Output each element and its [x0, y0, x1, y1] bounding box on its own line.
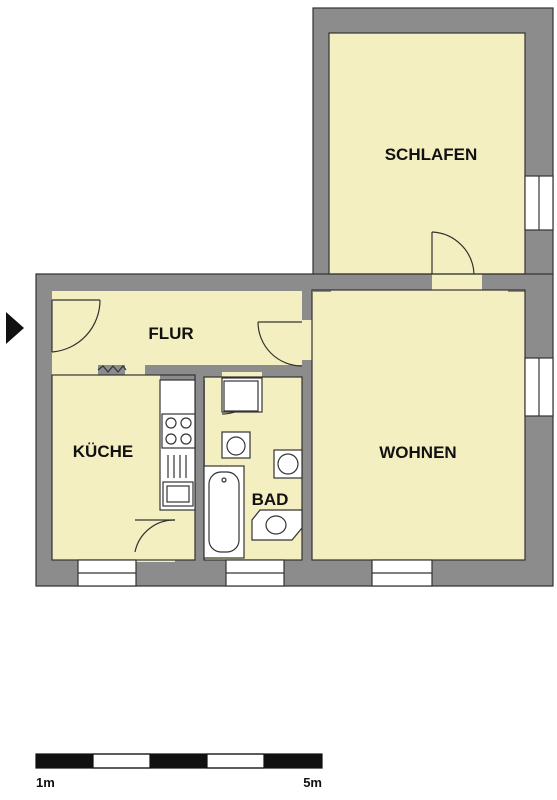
closet — [223, 380, 259, 412]
scale-start-label: 1m — [36, 775, 55, 790]
label-flur: FLUR — [148, 324, 193, 343]
scale-end-label: 5m — [303, 775, 322, 790]
door-schlafen — [431, 231, 475, 275]
stove-icon — [161, 413, 196, 449]
washbasin-icon — [221, 431, 251, 459]
window-bad — [225, 559, 285, 587]
scale-bar: 1m 5m — [35, 753, 323, 790]
window-kueche — [77, 559, 137, 587]
bath-fixtures — [203, 431, 303, 559]
toilet-icon — [251, 509, 303, 541]
label-schlafen: SCHLAFEN — [385, 145, 478, 164]
floors — [52, 33, 526, 562]
sliding-door-kueche — [97, 365, 127, 373]
room-schlafen — [329, 33, 525, 274]
room-flur — [52, 291, 302, 365]
sink-icon — [162, 455, 194, 507]
bathtub-icon — [203, 465, 245, 559]
windows — [77, 175, 554, 587]
handbasin-icon — [273, 449, 303, 479]
room-wohnen — [312, 290, 525, 560]
label-kueche: KÜCHE — [73, 442, 133, 461]
window-wohnen-bottom — [371, 559, 433, 587]
entrance-arrow-icon — [6, 312, 24, 344]
door-entrance — [51, 299, 101, 353]
window-wohnen — [524, 357, 554, 417]
kitchen-fixtures — [159, 379, 196, 511]
door-kueche-balcony — [134, 519, 176, 553]
window-schlafen — [524, 175, 554, 231]
label-wohnen: WOHNEN — [379, 443, 456, 462]
label-bad: BAD — [252, 490, 289, 509]
door-wohnen — [257, 321, 303, 367]
